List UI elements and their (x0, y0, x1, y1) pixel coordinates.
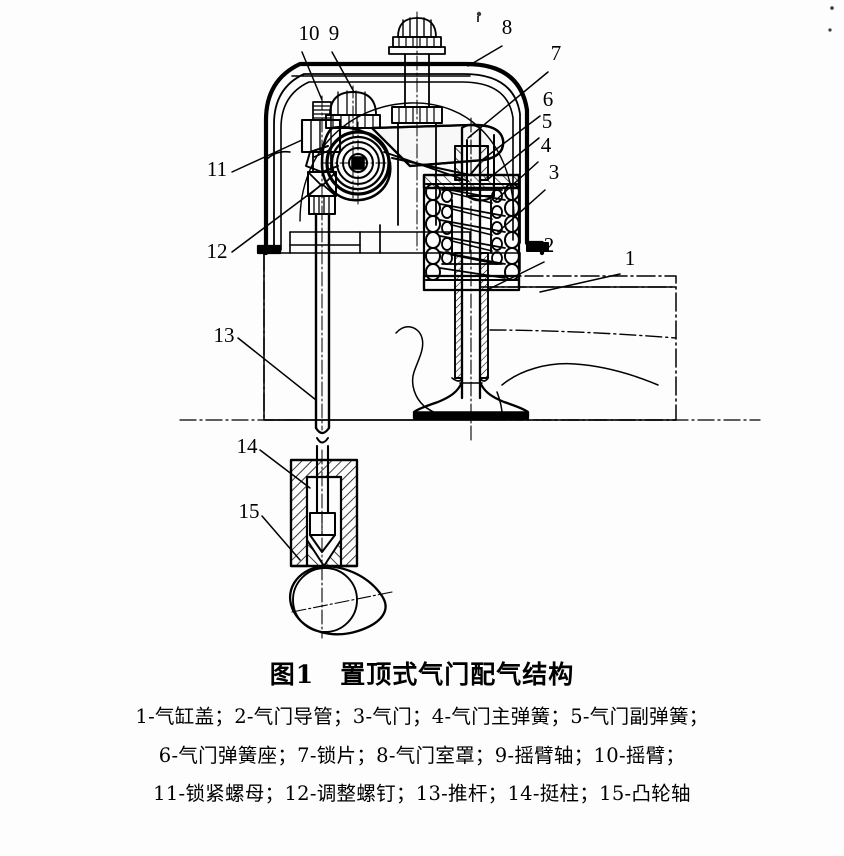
adjuster-assembly (300, 95, 342, 431)
legend-line-3: 11-锁紧螺母；12-调整螺钉；13-推杆；14-挺柱；15-凸轮轴 (153, 782, 691, 805)
leader-13 (237, 337, 317, 401)
camshaft-lobe (288, 564, 393, 639)
callout-13: 13 (214, 323, 235, 347)
callout-6: 6 (543, 87, 554, 111)
diagram-canvas: 1 2 3 4 5 6 7 8 9 10 11 12 13 14 15 (179, 6, 834, 639)
callout-1: 1 (625, 246, 636, 270)
callout-15: 15 (239, 499, 260, 523)
callout-10: 10 (299, 21, 320, 45)
leader-1 (539, 273, 621, 293)
leader-10 (301, 51, 323, 101)
leader-15 (261, 515, 301, 561)
valve-train-diagram: 1 2 3 4 5 6 7 8 9 10 11 12 13 14 15 (179, 6, 834, 639)
callout-2: 2 (544, 233, 555, 257)
callout-5: 5 (542, 109, 553, 133)
callout-3: 3 (549, 160, 560, 184)
legend-line-2: 6-气门弹簧座；7-锁片；8-气门室罩；9-摇臂轴；10-摇臂； (158, 743, 686, 767)
leader-11 (231, 139, 303, 173)
leader-7 (467, 71, 549, 139)
leader-8 (467, 45, 503, 67)
tappet (289, 449, 359, 576)
leader-3 (497, 189, 546, 233)
callout-11: 11 (207, 157, 227, 181)
callout-7: 7 (551, 41, 562, 65)
valve-keeper (454, 124, 489, 181)
figure-title: 图1 置顶式气门配气结构 (269, 660, 575, 689)
figure-caption-block: 图1 置顶式气门配气结构 1-气缸盖；2-气门导管；3-气门；4-气门主弹簧；5… (0, 655, 844, 823)
legend-line-1: 1-气缸盖；2-气门导管；3-气门；4-气门主弹簧；5-气门副弹簧； (135, 705, 709, 728)
callout-12: 12 (207, 239, 228, 263)
leader-6 (481, 115, 541, 161)
callout-4: 4 (541, 133, 552, 157)
leader-9 (331, 51, 355, 93)
callout-14: 14 (237, 434, 259, 458)
scan-artifacts (476, 6, 834, 32)
leader-4 (495, 161, 539, 201)
leader-lines (231, 45, 621, 561)
valve-guide (451, 199, 492, 382)
callout-9: 9 (329, 21, 340, 45)
leader-14 (259, 449, 311, 489)
valve-auxiliary-spring (441, 189, 503, 265)
callout-8: 8 (502, 15, 513, 39)
cylinder-head-body (179, 252, 761, 421)
leader-12 (231, 185, 321, 253)
callout-labels: 1 2 3 4 5 6 7 8 9 10 11 12 13 14 15 (207, 15, 636, 523)
leader-2 (486, 261, 545, 291)
push-rod (314, 212, 331, 515)
valve-cover (256, 61, 549, 256)
leader-5 (486, 137, 540, 181)
